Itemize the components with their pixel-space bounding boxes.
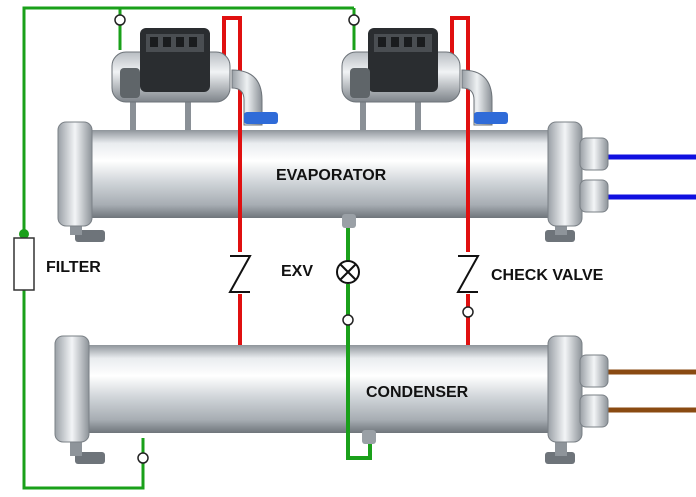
chilled-water-pipes — [600, 157, 696, 197]
compressor-icon — [112, 28, 278, 130]
filter-label: FILTER — [46, 259, 101, 276]
condenser — [55, 336, 608, 464]
exv-label: EXV — [281, 263, 313, 280]
condenser-label: CONDENSER — [366, 384, 469, 401]
compressor-icon — [342, 28, 508, 130]
condenser-water-pipes — [600, 372, 696, 410]
expansion-valve-icon — [337, 261, 359, 283]
evaporator-label: EVAPORATOR — [276, 167, 387, 184]
filter-icon — [14, 238, 34, 290]
check-valve-label: CHECK VALVE — [491, 267, 604, 284]
check-valve-icon — [456, 252, 480, 294]
check-valve-icon — [228, 252, 252, 294]
